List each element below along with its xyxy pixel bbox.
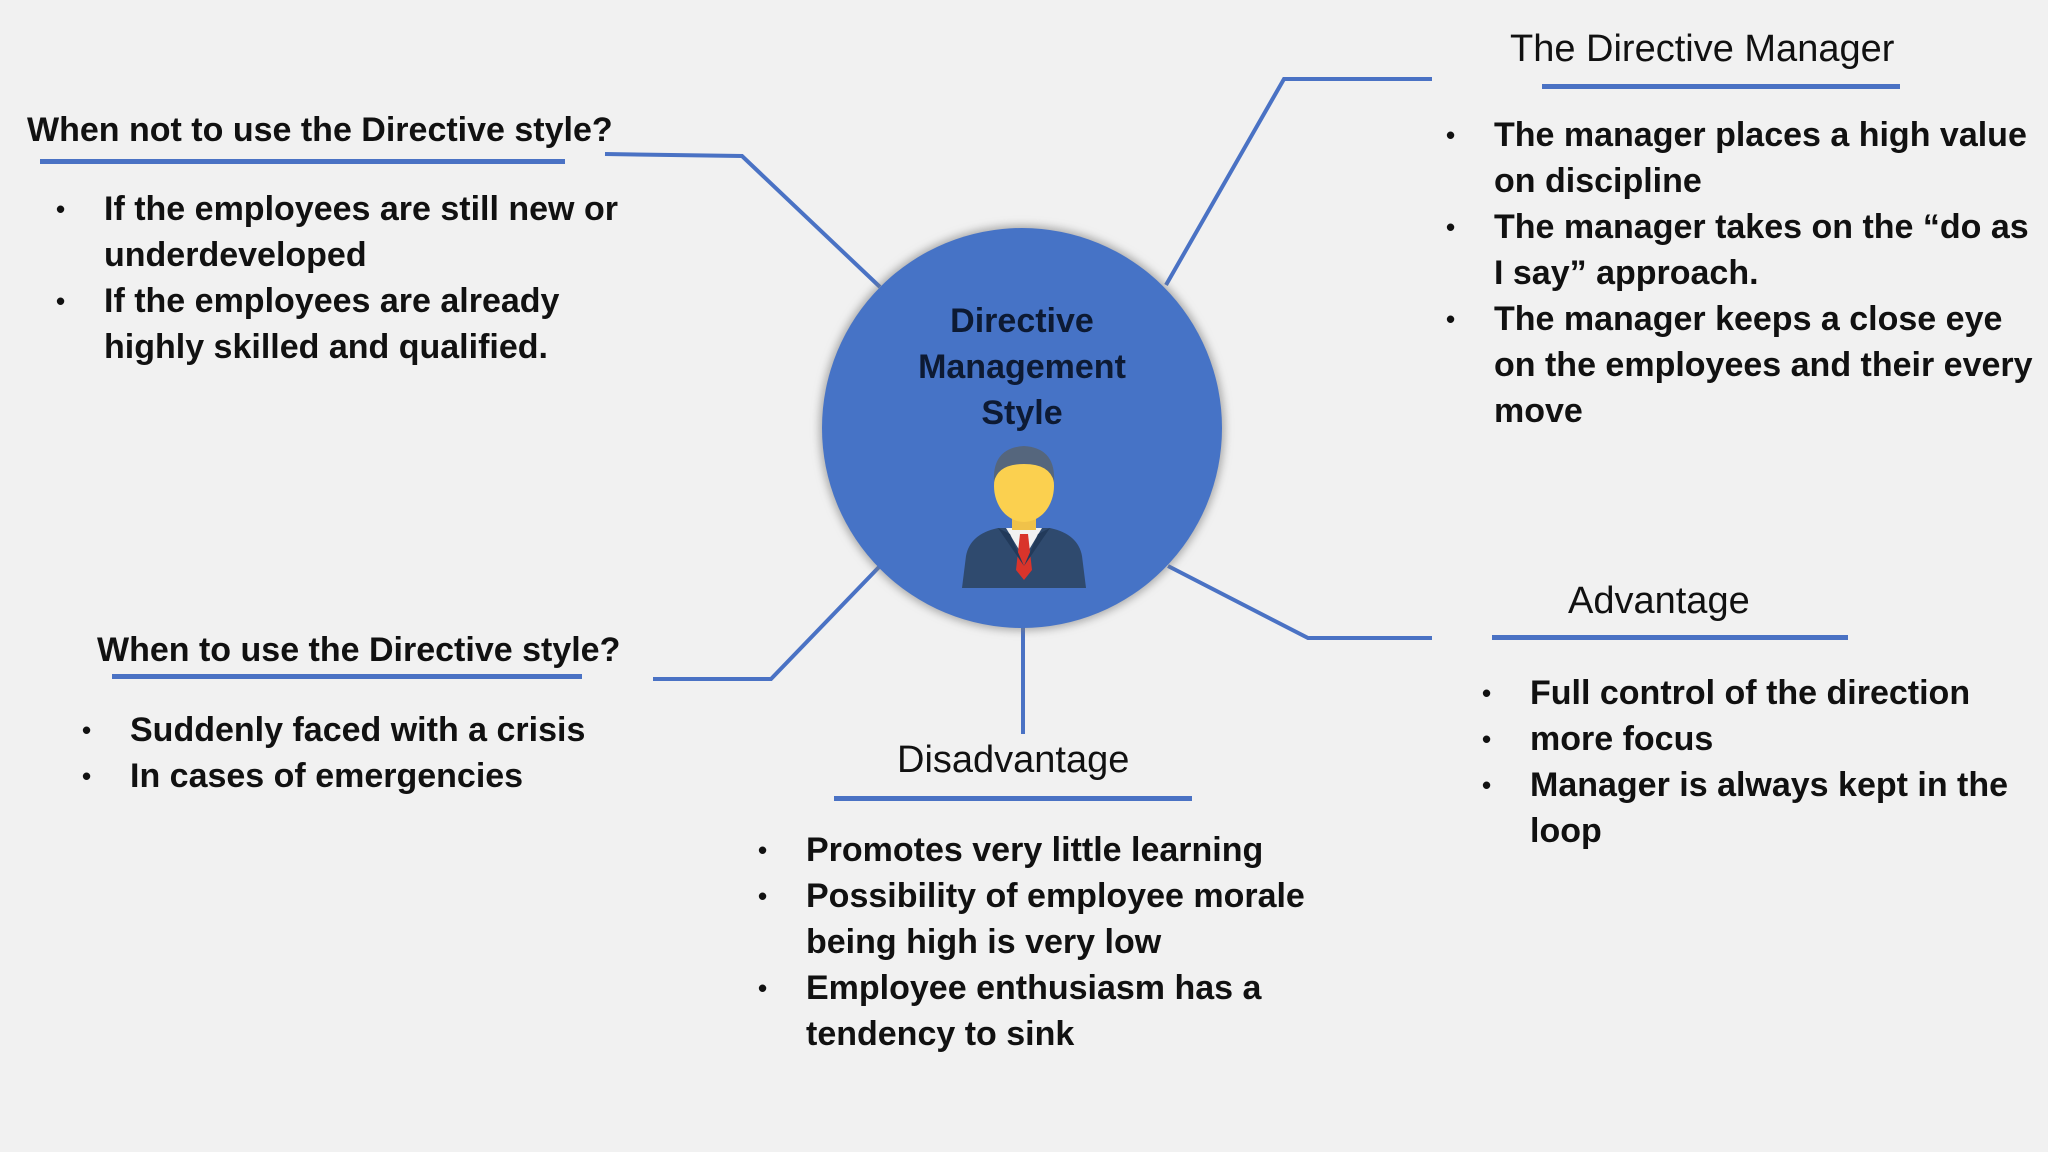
advantage-underline xyxy=(1492,635,1848,640)
when-to-underline xyxy=(112,674,582,679)
manager-person-icon xyxy=(962,446,1086,588)
list-item: If the employees are still new or underd… xyxy=(56,186,646,278)
disadvantage-list: Promotes very little learning Possibilit… xyxy=(758,827,1318,1057)
advantage-list: Full control of the direction more focus… xyxy=(1482,670,2022,854)
list-item: Suddenly faced with a crisis xyxy=(82,707,642,753)
when-not-list: If the employees are still new or underd… xyxy=(56,186,646,370)
advantage-heading: Advantage xyxy=(1568,580,1750,622)
when-not-heading: When not to use the Directive style? xyxy=(27,111,613,149)
connector-when-to xyxy=(653,564,882,681)
list-item: In cases of emergencies xyxy=(82,753,642,799)
directive-manager-heading: The Directive Manager xyxy=(1510,28,1895,70)
when-to-heading: When to use the Directive style? xyxy=(97,631,621,669)
list-item: If the employees are already highly skil… xyxy=(56,278,646,370)
when-not-underline xyxy=(40,159,565,164)
connector-advantage xyxy=(1167,564,1432,640)
hub-title-line-3: Style xyxy=(981,394,1063,432)
center-hub: Directive Management Style xyxy=(822,228,1222,628)
list-item: Possibility of employee morale being hig… xyxy=(758,873,1318,965)
list-item: Manager is always kept in the loop xyxy=(1482,762,2022,854)
connector-directive-manager xyxy=(1164,77,1432,286)
disadvantage-underline xyxy=(834,796,1192,801)
disadvantage-heading: Disadvantage xyxy=(897,739,1130,781)
list-item: The manager keeps a close eye on the emp… xyxy=(1446,296,2046,434)
directive-manager-underline xyxy=(1542,84,1900,89)
connector-when-not xyxy=(604,152,882,289)
list-item: The manager places a high value on disci… xyxy=(1446,112,2046,204)
directive-manager-list: The manager places a high value on disci… xyxy=(1446,112,2046,434)
list-item: Promotes very little learning xyxy=(758,827,1318,873)
hub-title-line-2: Management xyxy=(918,348,1126,386)
hub-title-line-1: Directive xyxy=(950,302,1094,340)
list-item: Employee enthusiasm has a tendency to si… xyxy=(758,965,1318,1057)
list-item: more focus xyxy=(1482,716,2022,762)
list-item: Full control of the direction xyxy=(1482,670,2022,716)
list-item: The manager takes on the “do as I say” a… xyxy=(1446,204,2046,296)
when-to-list: Suddenly faced with a crisis In cases of… xyxy=(82,707,642,799)
hub-title: Directive Management Style xyxy=(822,298,1222,436)
